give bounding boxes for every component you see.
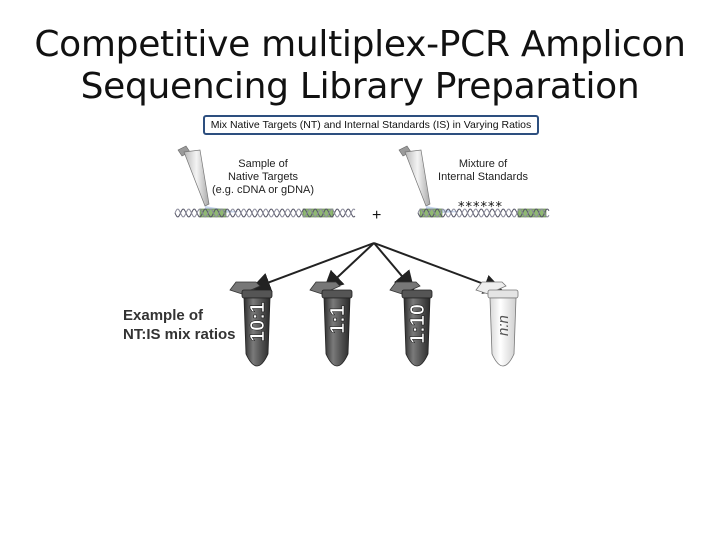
distribution-arrows — [250, 242, 504, 294]
native-targets-label: Sample of Native Targets (e.g. cDNA or g… — [200, 158, 326, 197]
tube-label-n-n: n:n — [495, 315, 512, 336]
native-dna-strand-icon — [174, 208, 356, 218]
internal-standards-label: Mixture of Internal Standards — [420, 158, 546, 184]
tube-label-1-1: 1:1 — [327, 305, 349, 334]
standards-label-line-1: Mixture of — [458, 158, 508, 170]
native-label-line-2: Native Targets — [227, 171, 299, 183]
title-line-2: Sequencing Library Preparation — [80, 66, 640, 107]
tube-10-1: 10:1 — [229, 281, 273, 367]
tube-1-1: 1:1 — [309, 281, 353, 367]
example-caption: Example of NT:IS mix ratios — [123, 306, 236, 344]
example-line-2: NT:IS mix ratios — [123, 326, 236, 343]
dna-strand-line — [417, 208, 550, 218]
example-line-1: Example of — [123, 307, 204, 324]
plus-sign: + — [372, 207, 382, 224]
standard-dna-strand-icon — [417, 208, 550, 218]
dna-strand-line — [174, 208, 356, 218]
tube-label-1-10: 1:10 — [407, 304, 429, 344]
pipette-tip-icon-right — [398, 145, 460, 214]
tube-label-10-1: 10:1 — [247, 302, 269, 342]
dna-strand-line — [174, 208, 356, 218]
mix-banner: Mix Native Targets (NT) and Internal Sta… — [203, 115, 539, 135]
page-title: Competitive multiplex-PCR Amplicon Seque… — [0, 24, 720, 108]
amplicon-block — [517, 208, 547, 218]
is-marker-stars: ****** — [458, 200, 503, 215]
native-label-line-1: Sample of — [238, 158, 288, 170]
native-label-line-3: (e.g. cDNA or gDNA) — [211, 184, 315, 196]
tube-1-10: 1:10 — [389, 281, 433, 367]
standards-label-line-2: Internal Standards — [438, 171, 528, 183]
title-line-1: Competitive multiplex-PCR Amplicon — [34, 24, 686, 65]
pipette-tip-icon-left — [177, 145, 240, 214]
tube-n-n: n:n — [475, 281, 519, 367]
